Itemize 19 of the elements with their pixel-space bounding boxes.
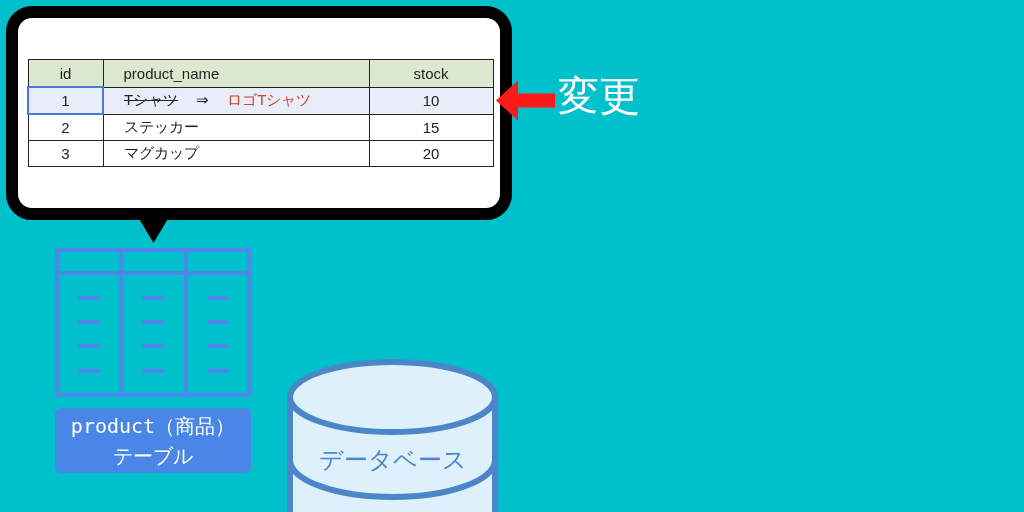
table-cell: ステッカー [103, 114, 369, 141]
arrow-sign: ⇒ [196, 91, 210, 108]
column-header: product_name [103, 59, 369, 87]
name-tag: product（商品）テーブル [55, 408, 251, 473]
table-cell: マグカップ [103, 140, 369, 167]
table-cell: 20 [369, 140, 493, 167]
table-cell: 15 [369, 114, 493, 141]
table-cell: 3 [28, 140, 103, 167]
table-cell: 2 [28, 114, 103, 141]
annotation-text: 変更 [558, 68, 640, 124]
table-cell: 1 [28, 87, 103, 114]
table-cell: 10 [369, 87, 493, 114]
struck-through-text: Tシャツ [124, 91, 179, 108]
arrow [496, 80, 555, 121]
column-header: id [28, 59, 103, 87]
highlighted-row [28, 87, 493, 114]
column-header: stock [369, 59, 493, 87]
new-value-text: ロゴTシャツ [227, 91, 312, 108]
cylinder-label: データベース [317, 445, 468, 475]
